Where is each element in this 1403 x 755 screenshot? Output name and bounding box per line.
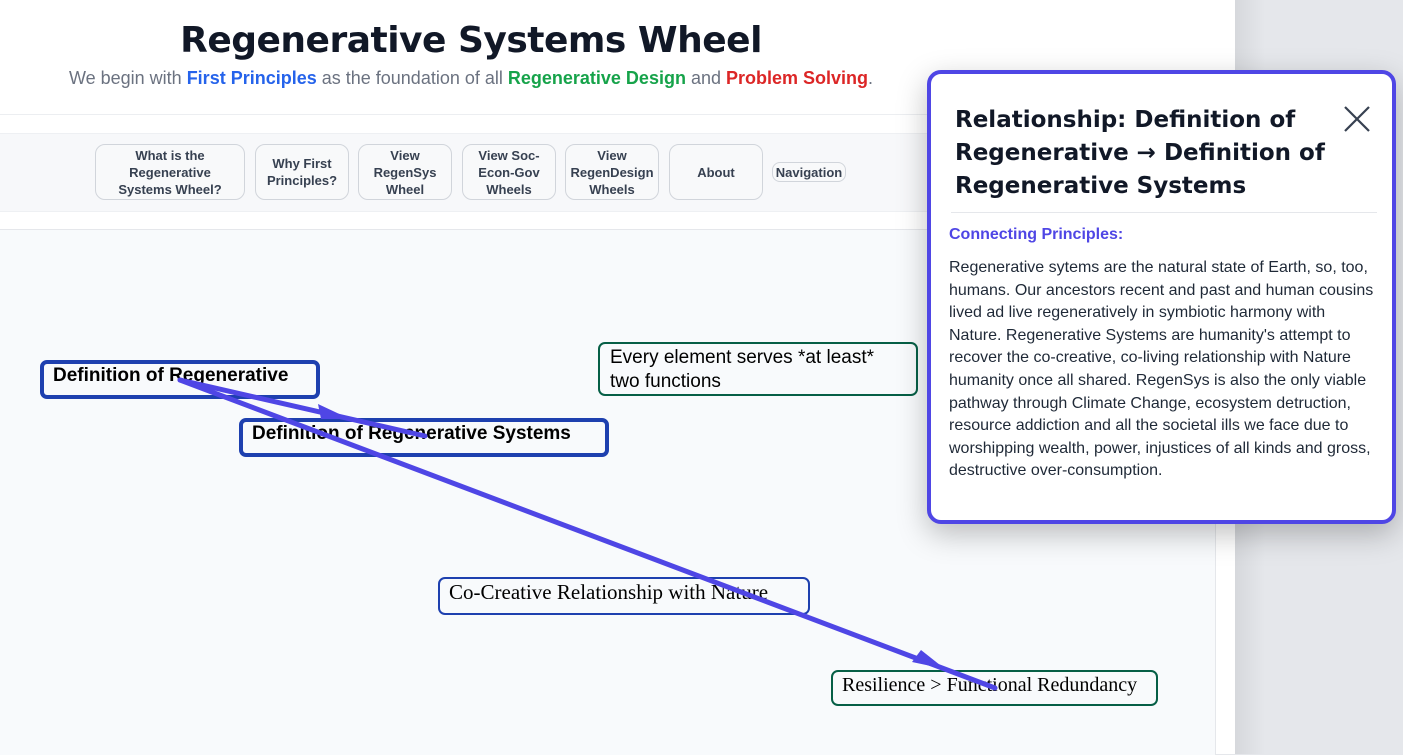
node-definition-of-regenerative-systems[interactable]: Definition of Regenerative Systems xyxy=(239,418,609,457)
subtitle-first-principles: First Principles xyxy=(186,68,317,88)
nav-button-about[interactable]: About xyxy=(669,144,763,200)
relationship-popup: Relationship: Definition of Regenerative… xyxy=(927,70,1396,524)
node-every-element-serves[interactable]: Every element serves *at least* two func… xyxy=(598,342,918,396)
node-resilience-functional-redundancy[interactable]: Resilience > Functional Redundancy xyxy=(831,670,1158,706)
nav-button-view-regensys-wheel[interactable]: View RegenSys Wheel xyxy=(358,144,452,200)
node-definition-of-regenerative[interactable]: Definition of Regenerative xyxy=(40,360,320,399)
popup-title: Relationship: Definition of Regenerative… xyxy=(955,107,1325,199)
subtitle-regenerative-design: Regenerative Design xyxy=(507,68,686,88)
close-icon xyxy=(1344,106,1370,132)
subtitle-text: We begin with xyxy=(68,68,187,88)
nav-button-view-regendesign[interactable]: View RegenDesign Wheels xyxy=(565,144,659,200)
header: Regenerative Systems Wheel We begin with… xyxy=(0,0,1235,115)
nav-button-why-first-principles[interactable]: Why First Principles? xyxy=(255,144,349,200)
subtitle-problem-solving: Problem Solving xyxy=(726,68,869,88)
popup-body-text: Regenerative sytems are the natural stat… xyxy=(949,259,1374,480)
connecting-principles-label: Connecting Principles: xyxy=(949,226,1124,243)
subtitle-text: and xyxy=(685,68,726,88)
popup-divider xyxy=(951,212,1377,213)
subtitle-text: as the foundation of all xyxy=(316,68,508,88)
nav-button-what-is-wheel[interactable]: What is the Regenerative Systems Wheel? xyxy=(95,144,245,200)
nav-button-navigation[interactable]: Navigation xyxy=(772,162,846,182)
subtitle-text: . xyxy=(868,68,874,88)
page-title: Regenerative Systems Wheel xyxy=(180,20,762,61)
page-subtitle: We begin with First Principles as the fo… xyxy=(0,68,942,89)
close-button[interactable] xyxy=(1342,104,1372,134)
node-co-creative-relationship[interactable]: Co-Creative Relationship with Nature xyxy=(438,577,810,615)
nav-button-view-soc-econ-gov[interactable]: View Soc-Econ-Gov Wheels xyxy=(462,144,556,200)
